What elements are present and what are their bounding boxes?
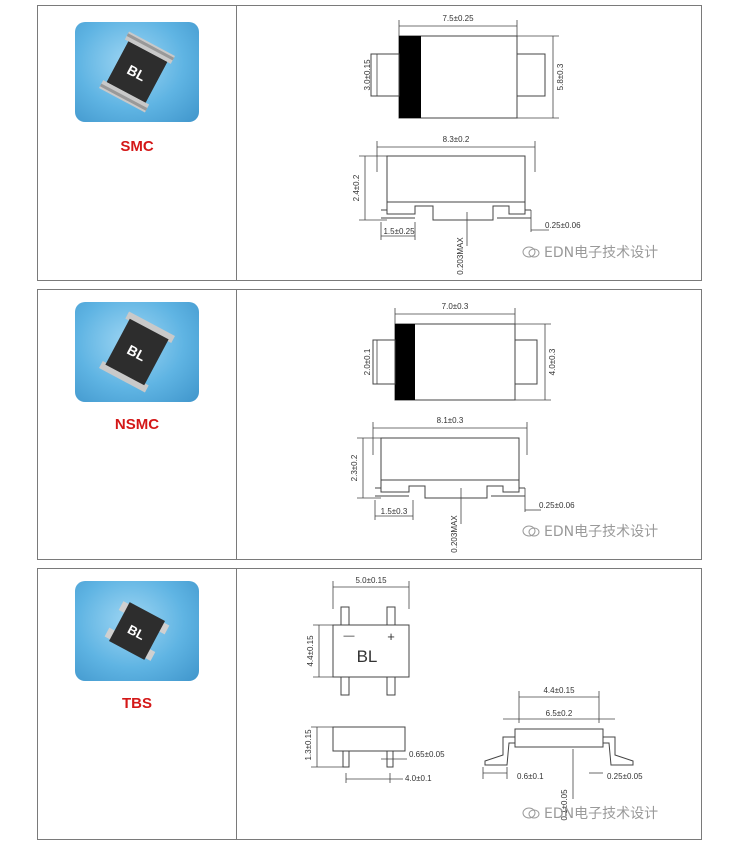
- dim-lead-length: 1.5±0.3: [381, 507, 408, 516]
- dim-side-height: 2.4±0.2: [352, 174, 361, 201]
- panel-divider: [236, 6, 237, 280]
- package-panel-tbs: BL TBS 5.0±0.15 — + BL 4.4±0.15 1.3±0.15…: [37, 568, 702, 840]
- dim-lead-length: 1.5±0.25: [383, 227, 415, 236]
- watermark-text: EDN电子技术设计: [544, 245, 659, 261]
- dim-top-length: 7.0±0.3: [442, 302, 469, 311]
- dim-standoff: 0.1±0.05: [560, 789, 569, 821]
- watermark: EDN电子技术设计: [522, 803, 658, 823]
- dim-end-width-outer: 4.4±0.15: [543, 686, 575, 695]
- smc-dimension-drawing: 7.5±0.25 3.0±0.15 5.8±0.3 8.3±0.2 2.4±0.…: [352, 14, 581, 275]
- package-label: NSMC: [114, 416, 160, 433]
- package-label: SMC: [120, 138, 154, 155]
- package-panel-smc: BL SMC 7.5±0.25 3.0±0.15 5.8±0.3 8.3±0.2: [37, 5, 702, 281]
- dim-lead-thickness: 0.25±0.06: [539, 501, 575, 510]
- tbs-dimension-drawing: 5.0±0.15 — + BL 4.4±0.15 1.3±0.15 0.65±0…: [304, 576, 643, 821]
- dim-end-width-inner: 6.5±0.2: [546, 709, 573, 718]
- watermark-text: EDN电子技术设计: [544, 524, 659, 540]
- dim-band-height: 3.0±0.15: [363, 59, 372, 91]
- chip-marking: BL: [125, 622, 147, 643]
- dim-top-height: 4.4±0.15: [306, 635, 315, 667]
- panel-divider: [236, 290, 237, 559]
- dim-lead-thickness: 0.25±0.06: [545, 221, 581, 230]
- wechat-icon: [522, 246, 540, 258]
- watermark: EDN电子技术设计: [522, 242, 658, 262]
- dim-top-length: 7.5±0.25: [442, 14, 474, 23]
- dim-pitch: 4.0±0.1: [405, 774, 432, 783]
- dim-side-height: 1.3±0.15: [304, 729, 313, 761]
- package-panel-nsmc: BL NSMC 7.0±0.3 2.0±0.1 4.0±0.3 8.1±0.3 …: [37, 289, 702, 560]
- dim-lead-width: 0.65±0.05: [409, 750, 445, 759]
- nsmc-package-photo: BL: [75, 302, 199, 402]
- wechat-icon: [522, 525, 540, 537]
- dim-standoff: 0.203MAX: [450, 515, 459, 553]
- tbs-package-photo: BL: [75, 581, 199, 681]
- smc-package-photo: BL: [75, 22, 199, 122]
- watermark: EDN电子技术设计: [522, 521, 658, 541]
- chip-marking: BL: [125, 341, 149, 364]
- dim-standoff: 0.203MAX: [456, 237, 465, 275]
- dim-foot-thickness: 0.25±0.05: [607, 772, 643, 781]
- dim-band-height: 2.0±0.1: [363, 348, 372, 375]
- dim-side-height: 2.3±0.2: [350, 454, 359, 481]
- package-label: TBS: [122, 695, 152, 712]
- dim-side-length: 8.3±0.2: [443, 135, 470, 144]
- dim-body-height: 4.0±0.3: [548, 348, 557, 375]
- chip-marking: BL: [125, 61, 149, 84]
- chip-marking: BL: [357, 647, 378, 666]
- dim-foot-length: 0.6±0.1: [517, 772, 544, 781]
- nsmc-dimension-drawing: 7.0±0.3 2.0±0.1 4.0±0.3 8.1±0.3 2.3±0.2 …: [350, 302, 575, 553]
- dim-side-length: 8.1±0.3: [437, 416, 464, 425]
- panel-divider: [236, 569, 237, 839]
- dim-body-height: 5.8±0.3: [556, 63, 565, 90]
- wechat-icon: [522, 807, 540, 819]
- watermark-text: EDN电子技术设计: [544, 806, 659, 822]
- polarity-minus: —: [344, 630, 355, 642]
- dim-top-width: 5.0±0.15: [355, 576, 387, 585]
- polarity-plus: +: [387, 629, 395, 644]
